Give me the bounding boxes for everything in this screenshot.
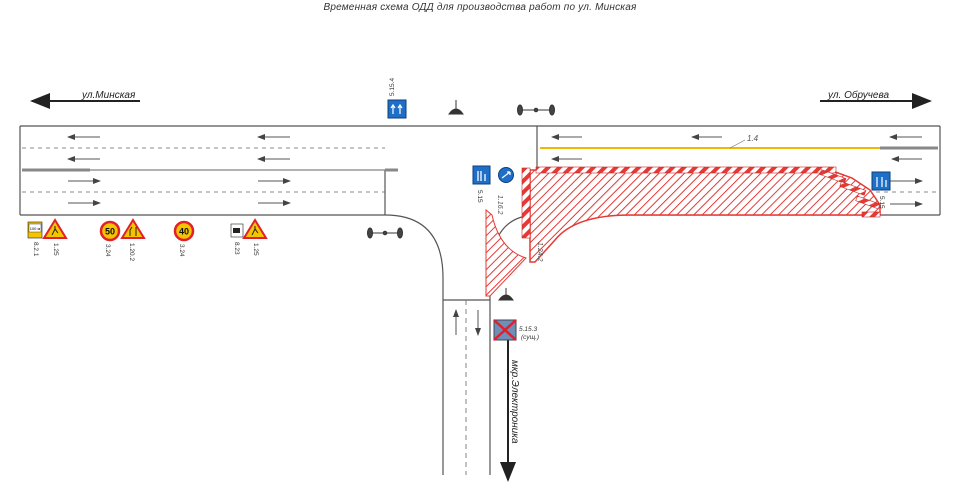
svg-text:100 м: 100 м: [30, 226, 41, 231]
barrier: [861, 211, 881, 218]
sign-8-2-1-plate: 100 м 8.2.1: [27, 221, 43, 257]
barrier: [839, 181, 867, 196]
sign-1-25-roadworks: 1.25: [242, 218, 268, 256]
street-arrow-down: мкр.Электроника: [500, 340, 520, 482]
sign-1-20-2-narrowing: 1.20.2: [120, 218, 146, 261]
sign-5-15-left: 5.15: [472, 165, 491, 203]
svg-text:5.15.4: 5.15.4: [389, 78, 396, 96]
sign-4-2-2: [498, 167, 514, 183]
center-line-solid: [22, 146, 938, 172]
street-arrow-left: ул.Минская: [30, 90, 140, 109]
barrier: [521, 167, 531, 239]
sign-3-24-speed-limit: 50 3.24: [99, 220, 121, 257]
traffic-light-icon: [367, 227, 403, 239]
svg-text:3.24: 3.24: [178, 244, 185, 257]
svg-text:1.4: 1.4: [747, 134, 759, 143]
street-arrow-right: ул. Обручева: [820, 89, 932, 109]
svg-text:1.25: 1.25: [252, 243, 259, 256]
svg-text:5.15: 5.15: [878, 196, 885, 209]
svg-text:1.24.2: 1.24.2: [536, 242, 543, 262]
hatch-labels: 1.16.2 1.24.2: [496, 195, 543, 262]
svg-text:(сущ.): (сущ.): [521, 334, 539, 341]
svg-text:50: 50: [105, 227, 115, 237]
svg-text:8.2.1: 8.2.1: [32, 242, 39, 257]
svg-text:8.23: 8.23: [233, 242, 240, 255]
sign-1-25-roadworks: 1.25: [42, 218, 68, 256]
pedestrian-light-icon: [448, 100, 464, 115]
barrier: [855, 195, 881, 210]
pedestrian-light-icon: [498, 288, 514, 301]
diagram-title: Временная схема ОДД для производства раб…: [323, 2, 637, 13]
barrier: [819, 169, 847, 184]
svg-text:1.25: 1.25: [52, 243, 59, 256]
svg-text:40: 40: [179, 227, 189, 237]
sign-8-23-camera-plate: 8.23: [230, 223, 244, 255]
svg-text:1.16.2: 1.16.2: [496, 195, 503, 215]
svg-text:мкр.Электроника: мкр.Электроника: [509, 360, 520, 444]
traffic-light-icon: [517, 104, 555, 116]
lane-arrows: [67, 134, 923, 336]
sign-5-15-4: 5.15.4: [387, 78, 407, 119]
sign-5-15-right: 5.15: [871, 171, 891, 209]
svg-text:1.20.2: 1.20.2: [128, 243, 135, 261]
svg-text:ул.Минская: ул.Минская: [81, 90, 136, 101]
svg-text:5.15: 5.15: [476, 190, 483, 203]
sign-5-15-3-crossed: 5.15.3 (сущ.): [493, 319, 539, 341]
taper-hatch: [485, 208, 527, 297]
yellow-line-label: 1.4: [729, 134, 759, 149]
work-zone-hatch: [529, 169, 881, 263]
svg-text:5.15.3: 5.15.3: [519, 326, 537, 333]
svg-text:ул. Обручева: ул. Обручева: [827, 89, 889, 101]
barriers: [521, 166, 881, 239]
svg-text:3.24: 3.24: [104, 244, 111, 257]
barrier: [535, 166, 837, 174]
sign-3-24-speed-limit: 40 3.24: [173, 220, 195, 257]
